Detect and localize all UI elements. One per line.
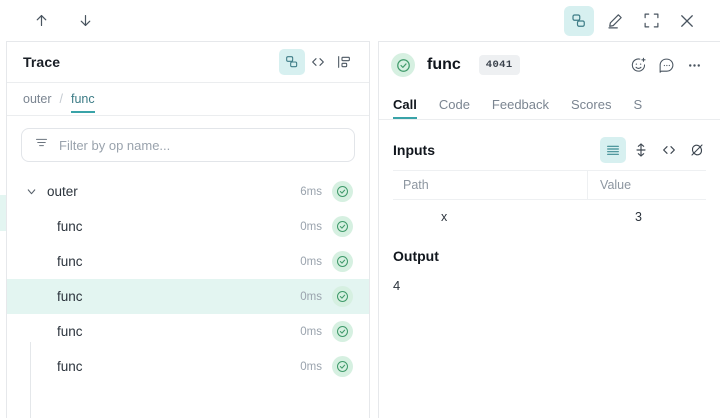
input-value-cell: 3 <box>635 210 642 224</box>
tree-row-label: outer <box>47 184 78 199</box>
breadcrumb-item-outer[interactable]: outer <box>23 92 52 106</box>
breadcrumb-separator: / <box>59 92 63 106</box>
tree-row-duration: 0ms <box>300 255 322 268</box>
inputs-table: Path Value x 3 <box>393 170 706 234</box>
add-reaction-icon[interactable] <box>626 53 650 77</box>
tree-row-func[interactable]: func 0ms <box>7 209 369 244</box>
output-value: 4 <box>393 278 401 293</box>
tree-row-func-selected[interactable]: func 0ms <box>7 279 369 314</box>
tree-row-duration: 0ms <box>300 325 322 338</box>
background-panel-sliver <box>0 41 6 418</box>
status-success-icon <box>391 53 415 77</box>
status-success-icon <box>332 216 353 237</box>
tree-row-func[interactable]: func 0ms <box>7 349 369 384</box>
tree-row-duration: 0ms <box>300 220 322 233</box>
tree-row-outer[interactable]: outer 6ms <box>7 174 369 209</box>
top-toolbar-actions <box>564 5 720 36</box>
column-header-path: Path <box>403 178 429 192</box>
tab-code[interactable]: Code <box>438 97 470 112</box>
chevron-down-icon[interactable] <box>23 185 39 198</box>
tree-row-duration: 6ms <box>300 185 322 198</box>
pencil-icon[interactable] <box>600 6 630 36</box>
tree-row-func[interactable]: func 0ms <box>7 244 369 279</box>
fullscreen-icon[interactable] <box>636 6 666 36</box>
tree-row-label: func <box>57 254 83 269</box>
top-toolbar <box>0 0 720 41</box>
breadcrumb: outer / func <box>7 83 369 116</box>
trace-panel: Trace outer <box>6 41 370 418</box>
output-title: Output <box>393 248 439 264</box>
call-detail-panel: func 4041 <box>378 41 720 418</box>
call-title: func <box>427 56 461 73</box>
status-success-icon <box>332 251 353 272</box>
list-view-icon[interactable] <box>600 137 626 163</box>
background-panel-sliver-highlight <box>0 195 6 231</box>
inputs-section-header: Inputs <box>379 130 720 170</box>
tree-row-duration: 0ms <box>300 360 322 373</box>
tab-scores[interactable]: Scores <box>571 97 612 112</box>
inputs-title: Inputs <box>393 142 435 158</box>
tree-guide-line <box>30 342 31 418</box>
tree-row-func[interactable]: func 0ms <box>7 314 369 349</box>
comment-icon[interactable] <box>654 53 678 77</box>
trace-panel-title: Trace <box>23 54 61 70</box>
expand-rows-icon[interactable] <box>628 137 654 163</box>
filter-input-wrapper[interactable]: Filter by op name... <box>21 128 355 162</box>
filter-input-placeholder[interactable]: Filter by op name... <box>59 137 171 153</box>
filter-section: Filter by op name... <box>7 116 369 172</box>
tab-feedback[interactable]: Feedback <box>491 97 550 112</box>
tree-layout-icon[interactable] <box>331 49 357 75</box>
tab-summary[interactable]: S <box>633 97 643 112</box>
trace-tree: outer 6ms func 0ms <box>7 172 369 418</box>
tree-row-label: func <box>57 359 83 374</box>
table-row[interactable]: x 3 <box>393 200 706 234</box>
status-success-icon <box>332 321 353 342</box>
call-detail-header: func 4041 <box>379 42 720 88</box>
close-icon[interactable] <box>672 6 702 36</box>
top-toolbar-nav <box>0 6 100 36</box>
status-success-icon <box>332 286 353 307</box>
input-path-cell: x <box>441 210 448 224</box>
tree-row-label: func <box>57 289 83 304</box>
tab-call[interactable]: Call <box>393 97 417 119</box>
output-section-header: Output <box>379 234 720 266</box>
more-options-icon[interactable] <box>682 53 706 77</box>
column-header-value: Value <box>587 170 706 200</box>
status-success-icon <box>332 356 353 377</box>
layers-icon[interactable] <box>564 5 594 36</box>
breadcrumb-item-func[interactable]: func <box>70 92 95 113</box>
tree-row-label: func <box>57 324 83 339</box>
call-id-badge[interactable]: 4041 <box>478 55 520 75</box>
code-icon[interactable] <box>305 49 331 75</box>
code-icon[interactable] <box>656 137 682 163</box>
tree-row-duration: 0ms <box>300 290 322 303</box>
call-detail-tabs: Call Code Feedback Scores S <box>379 88 720 120</box>
status-success-icon <box>332 181 353 202</box>
tree-row-label: func <box>57 219 83 234</box>
inputs-table-header: Path Value <box>393 170 706 200</box>
arrow-up-icon[interactable] <box>26 6 56 36</box>
hide-icon[interactable] <box>684 137 710 163</box>
layers-icon[interactable] <box>279 49 305 75</box>
filter-icon <box>34 135 49 155</box>
trace-panel-header: Trace <box>7 42 369 83</box>
arrow-down-icon[interactable] <box>70 6 100 36</box>
